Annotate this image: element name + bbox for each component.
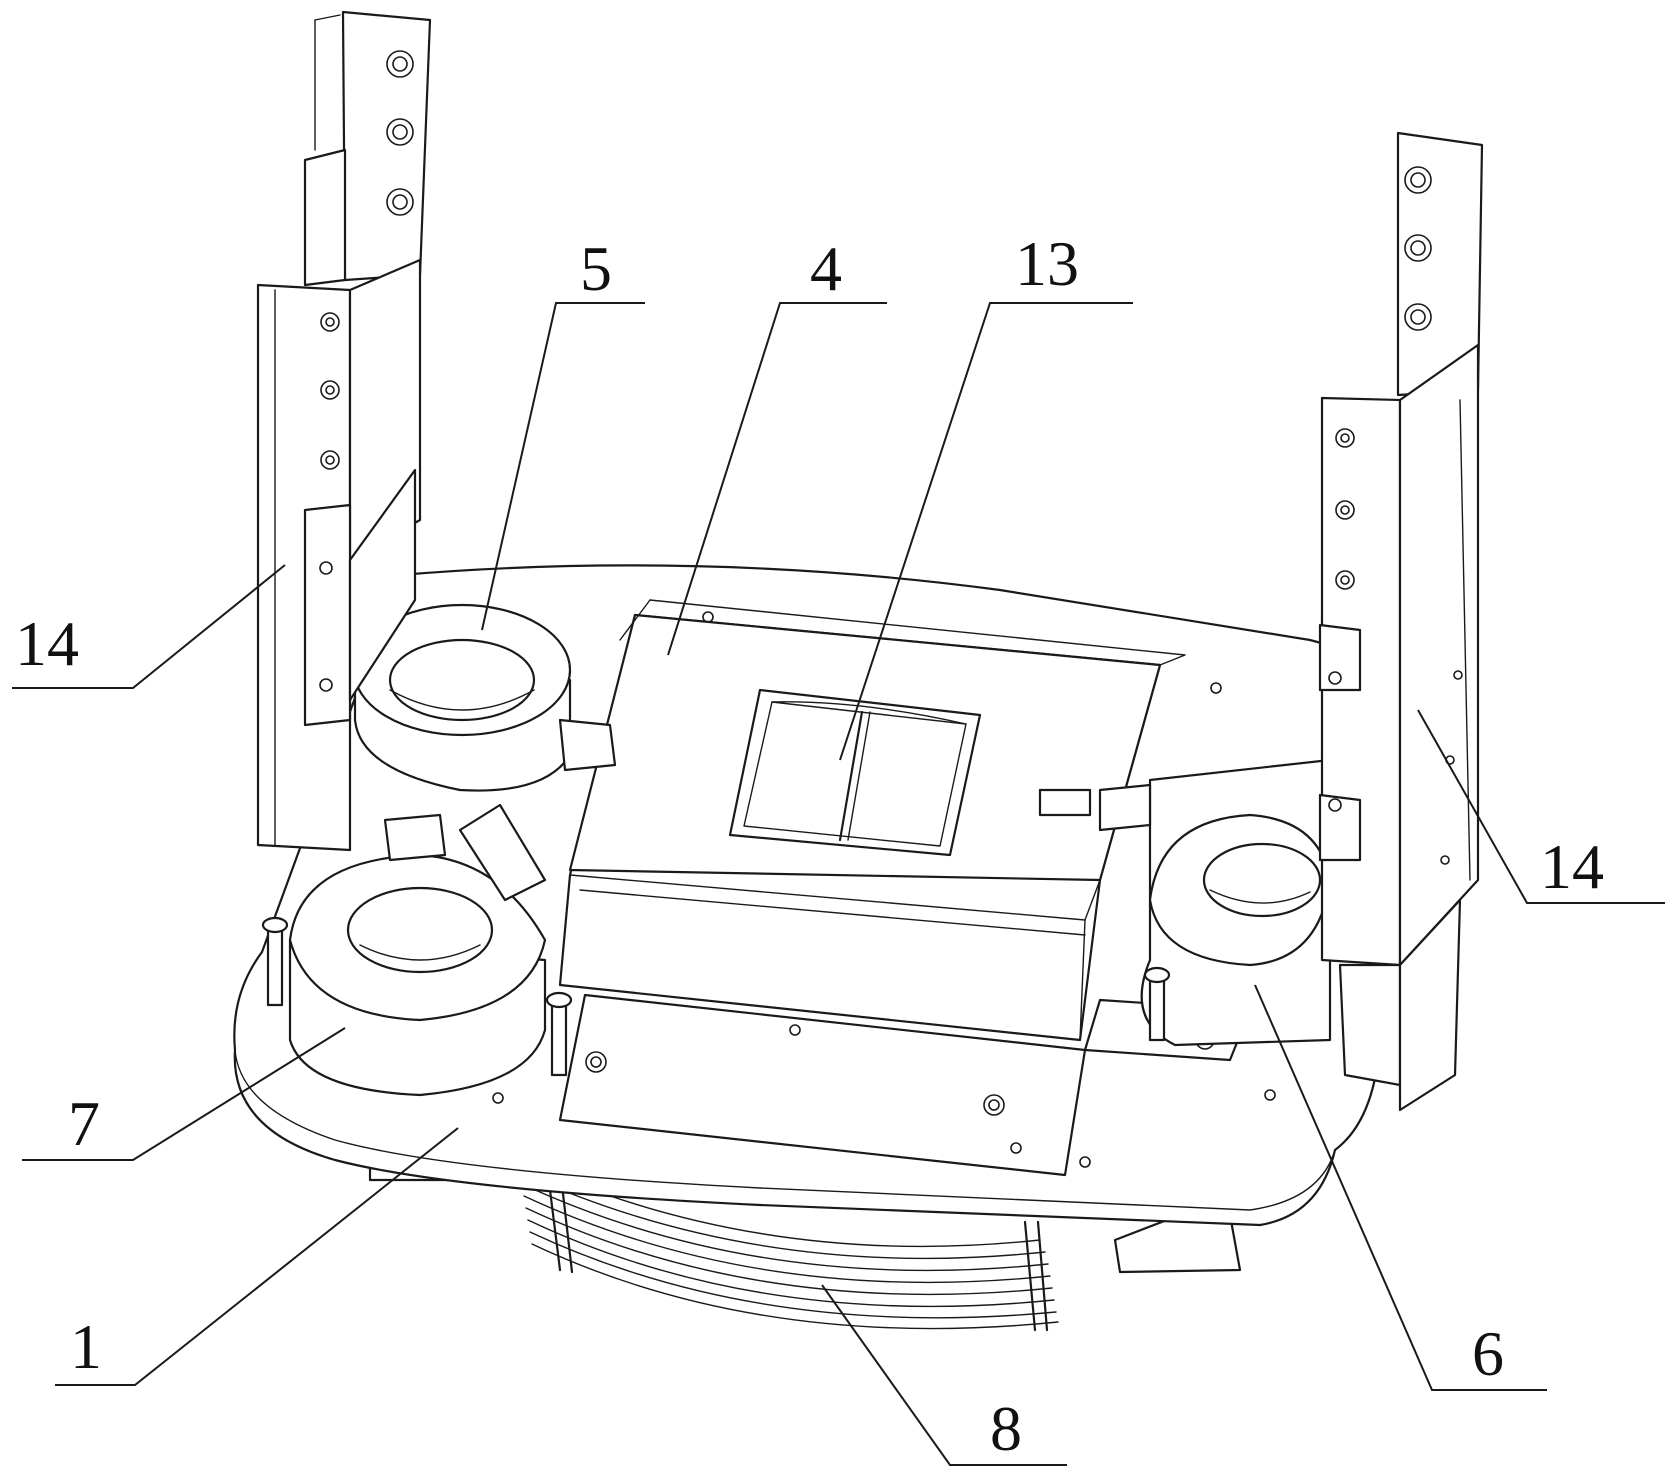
callout-labels: 5 4 13 14 14 7 1 8 6 [15,228,1604,1464]
callout-8: 8 [990,1393,1022,1464]
left-bracket-bolts [319,50,414,692]
callout-6: 6 [1472,1318,1504,1389]
callout-13: 13 [1015,228,1079,299]
callout-4: 4 [810,233,842,304]
right-bracket [1318,131,1484,1112]
left-bracket [256,10,432,852]
ring-7 [288,803,547,1097]
lower-mounting-plate [558,993,1252,1177]
support-posts [261,788,1171,1077]
right-bracket-bolts [1328,166,1463,865]
central-box [558,599,1186,1042]
callout-1: 1 [70,1311,102,1382]
ring-5 [352,603,617,792]
leader-lines [12,302,1665,1466]
callout-14-left: 14 [15,608,79,679]
callout-7: 7 [68,1088,100,1159]
callout-5: 5 [580,233,612,304]
callout-14-right: 14 [1540,831,1604,902]
